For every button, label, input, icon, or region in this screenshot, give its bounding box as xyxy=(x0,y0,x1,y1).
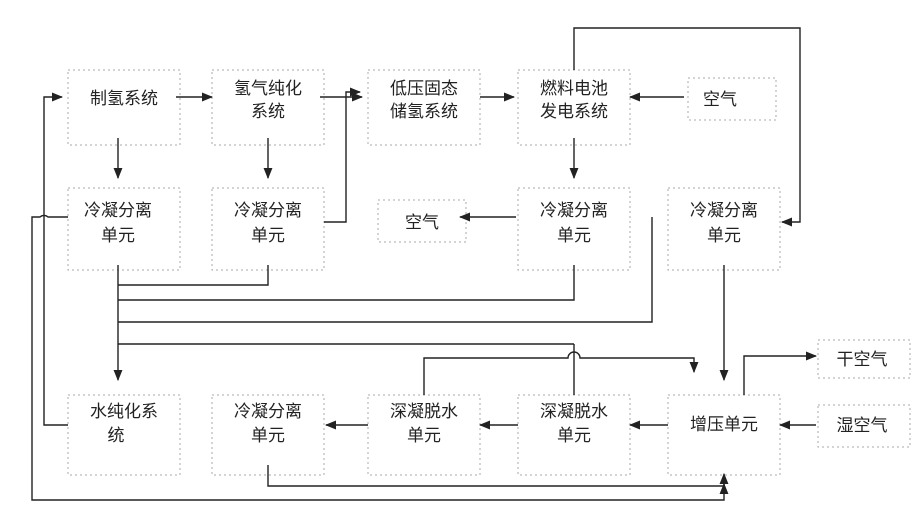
node-hydrogen-purification: 氢气纯化 系统 xyxy=(212,70,324,145)
node-condense-sep-2-line-2: 单元 xyxy=(251,226,285,246)
node-water-purification: 水纯化系 统 xyxy=(68,395,180,475)
node-fuel-cell-line-2: 发电系统 xyxy=(540,102,608,122)
node-water-purification-line-2: 统 xyxy=(108,426,125,446)
node-air-out-mid: 空气 xyxy=(378,200,466,242)
node-fuel-cell: 燃料电池 发电系统 xyxy=(518,70,630,145)
node-condense-sep-1-line-1: 冷凝分离 xyxy=(84,201,152,221)
node-air-in-top: 空气 xyxy=(688,78,776,120)
node-low-pressure-storage-line-1: 低压固态 xyxy=(390,79,458,99)
node-deep-dehydration-2: 深凝脱水 单元 xyxy=(518,395,630,475)
node-air-in-top-line-1: 空气 xyxy=(703,90,737,110)
node-air-out-mid-line-1: 空气 xyxy=(405,213,439,233)
arrow-water-purification-to-production xyxy=(44,97,68,425)
node-deep-dehydration-1: 深凝脱水 单元 xyxy=(368,395,480,475)
node-condense-sep-5: 冷凝分离 单元 xyxy=(212,395,324,475)
node-deep-dehydration-2-line-1: 深凝脱水 xyxy=(540,402,608,422)
node-condense-sep-2: 冷凝分离 单元 xyxy=(212,188,324,270)
node-deep-dehydration-2-line-2: 单元 xyxy=(557,426,591,446)
line-condense-2-drain xyxy=(118,265,268,285)
node-low-pressure-storage-line-2: 储氢系统 xyxy=(390,102,458,122)
node-deep-dehydration-1-line-1: 深凝脱水 xyxy=(390,402,458,422)
node-condense-sep-5-line-1: 冷凝分离 xyxy=(234,402,302,422)
node-condense-sep-3: 冷凝分离 单元 xyxy=(518,188,630,270)
node-hydrogen-purification-line-2: 系统 xyxy=(251,102,285,122)
node-condense-sep-2-line-1: 冷凝分离 xyxy=(234,201,302,221)
arrow-condense-5-to-booster xyxy=(268,465,724,486)
node-wet-air: 湿空气 xyxy=(818,405,910,447)
node-condense-sep-5-line-2: 单元 xyxy=(251,426,285,446)
node-condense-sep-4: 冷凝分离 单元 xyxy=(668,188,780,270)
node-hydrogen-purification-line-1: 氢气纯化 xyxy=(234,79,302,99)
line-condense-3-drain xyxy=(118,265,574,300)
node-condense-sep-4-line-2: 单元 xyxy=(707,226,741,246)
node-hydrogen-production: 制氢系统 xyxy=(68,70,180,145)
node-condense-sep-3-line-2: 单元 xyxy=(557,226,591,246)
node-condense-sep-4-line-1: 冷凝分离 xyxy=(690,201,758,221)
node-water-purification-line-1: 水纯化系 xyxy=(90,402,158,422)
node-condense-sep-1-line-2: 单元 xyxy=(101,226,135,246)
node-booster-unit-line-1: 增压单元 xyxy=(690,415,758,435)
node-booster-unit: 增压单元 xyxy=(668,395,780,475)
node-wet-air-line-1: 湿空气 xyxy=(837,416,888,436)
arrow-booster-to-dry-air xyxy=(744,356,816,395)
node-fuel-cell-line-1: 燃料电池 xyxy=(540,79,608,99)
arrow-condense-2-to-storage xyxy=(324,92,360,222)
arrow-fuel-cell-exhaust-to-condense-4 xyxy=(574,28,800,222)
node-low-pressure-storage: 低压固态 储氢系统 xyxy=(368,70,480,145)
node-condense-sep-1: 冷凝分离 单元 xyxy=(68,188,180,270)
node-dry-air: 干空气 xyxy=(818,340,910,378)
node-dry-air-line-1: 干空气 xyxy=(837,350,888,370)
node-condense-sep-3-line-1: 冷凝分离 xyxy=(540,201,608,221)
node-hydrogen-production-line-1: 制氢系统 xyxy=(90,89,158,109)
line-deep-1-feedback xyxy=(424,352,694,395)
node-deep-dehydration-1-line-2: 单元 xyxy=(407,426,441,446)
